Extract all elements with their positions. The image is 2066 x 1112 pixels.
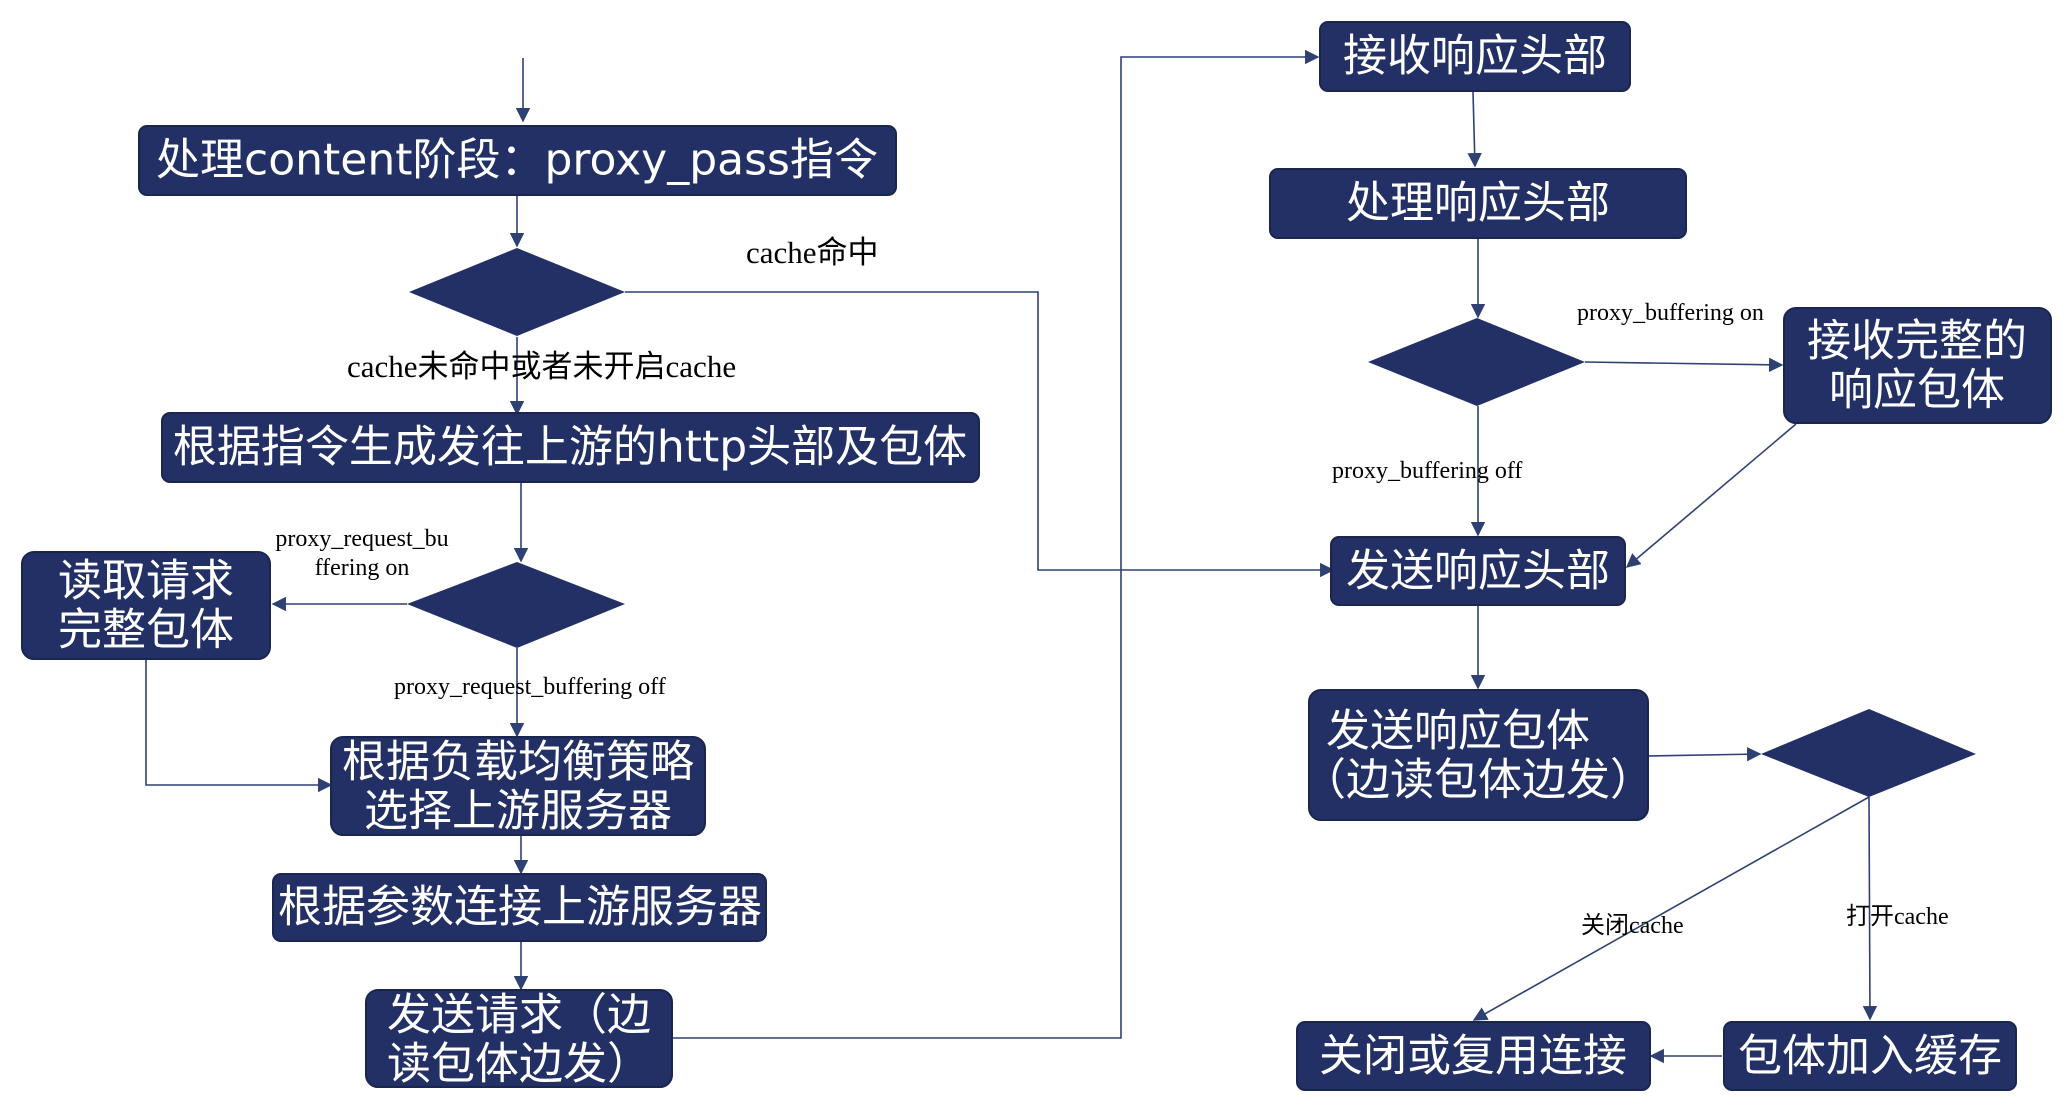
edge-cache-hit xyxy=(625,291,1335,578)
node-close-reuse: 关闭或复用连接 xyxy=(1296,1021,1651,1091)
node-recv-headers: 接收响应头部 xyxy=(1319,21,1631,92)
edge-cache-on xyxy=(1862,796,1878,1021)
node-send-headers: 发送响应头部 xyxy=(1330,536,1626,606)
node-send-body: 发送响应包体 （边读包体边发） xyxy=(1302,689,1654,821)
node-add-cache-label: 包体加入缓存 xyxy=(1738,1031,2002,1082)
edge-readbody-to-lb xyxy=(145,660,333,793)
label-cache-miss: cache未命中或者未开启cache xyxy=(347,349,736,384)
node-connect-upstream-label: 根据参数连接上游服务器 xyxy=(278,882,762,933)
edge-labels: cache命中 cache未命中或者未开启cache proxy_request… xyxy=(275,235,1948,939)
edges xyxy=(145,49,1878,1064)
request-buffering-decision-diamond xyxy=(407,562,625,648)
node-connect-upstream: 根据参数连接上游服务器 xyxy=(272,873,767,942)
cache-decision-diamond xyxy=(409,248,625,336)
node-gen-headers-label: 根据指令生成发往上游的http头部及包体 xyxy=(173,422,967,473)
node-recv-headers-label: 接收响应头部 xyxy=(1343,31,1607,82)
node-send-request-line2: 读包体边发） xyxy=(387,1039,651,1090)
node-process-headers-label: 处理响应头部 xyxy=(1346,178,1610,229)
node-send-request-line1: 发送请求（边 xyxy=(387,990,651,1041)
node-read-body-line1: 读取请求 xyxy=(58,556,234,607)
node-send-body-line1: 发送响应包体 xyxy=(1326,706,1590,757)
node-process-content: 处理content阶段：proxy_pass指令 xyxy=(138,125,897,196)
node-lb-select: 根据负载均衡策略 选择上游服务器 xyxy=(330,736,706,837)
edge-send-body-to-cache-decision xyxy=(1646,747,1762,762)
node-recv-full-body: 接收完整的 响应包体 xyxy=(1783,307,2052,424)
node-send-headers-label: 发送响应头部 xyxy=(1346,546,1610,597)
node-process-content-label: 处理content阶段：proxy_pass指令 xyxy=(156,135,878,186)
label-req-buf-on-line2: ffering on xyxy=(315,555,410,581)
node-read-body-line2: 完整包体 xyxy=(58,605,234,656)
buffering-decision-diamond xyxy=(1368,318,1585,406)
node-read-body: 读取请求 完整包体 xyxy=(21,551,271,660)
node-add-cache: 包体加入缓存 xyxy=(1723,1021,2017,1091)
edge-send-to-recv-headers xyxy=(672,49,1320,1039)
label-buf-off: proxy_buffering off xyxy=(1332,458,1522,484)
label-cache-on: 打开cache xyxy=(1846,903,1949,930)
node-lb-select-line2: 选择上游服务器 xyxy=(364,786,672,837)
edge-buf-on xyxy=(1584,357,1784,373)
edge-recv-to-process-headers xyxy=(1467,91,1482,168)
node-recv-full-body-line1: 接收完整的 xyxy=(1807,316,2027,367)
node-send-body-line2: （边读包体边发） xyxy=(1302,755,1654,806)
cache-store-decision-diamond xyxy=(1761,709,1976,797)
label-buf-on: proxy_buffering on xyxy=(1577,300,1764,326)
label-req-buf-on-line1: proxy_request_bu xyxy=(275,526,448,552)
node-recv-full-body-line2: 响应包体 xyxy=(1829,365,2005,416)
label-cache-off: 关闭cache xyxy=(1581,912,1684,939)
node-lb-select-line1: 根据负载均衡策略 xyxy=(342,737,694,788)
decisions xyxy=(407,248,1976,797)
node-close-reuse-label: 关闭或复用连接 xyxy=(1319,1031,1627,1082)
label-cache-hit: cache命中 xyxy=(746,235,879,270)
node-send-request: 发送请求（边 读包体边发） xyxy=(365,989,673,1090)
label-req-buf-off: proxy_request_buffering off xyxy=(394,674,666,700)
node-gen-headers: 根据指令生成发往上游的http头部及包体 xyxy=(161,412,980,483)
node-process-headers: 处理响应头部 xyxy=(1269,168,1687,239)
edge-cache-off xyxy=(1472,796,1870,1021)
edge-fullbody-to-send-headers xyxy=(1625,423,1797,568)
